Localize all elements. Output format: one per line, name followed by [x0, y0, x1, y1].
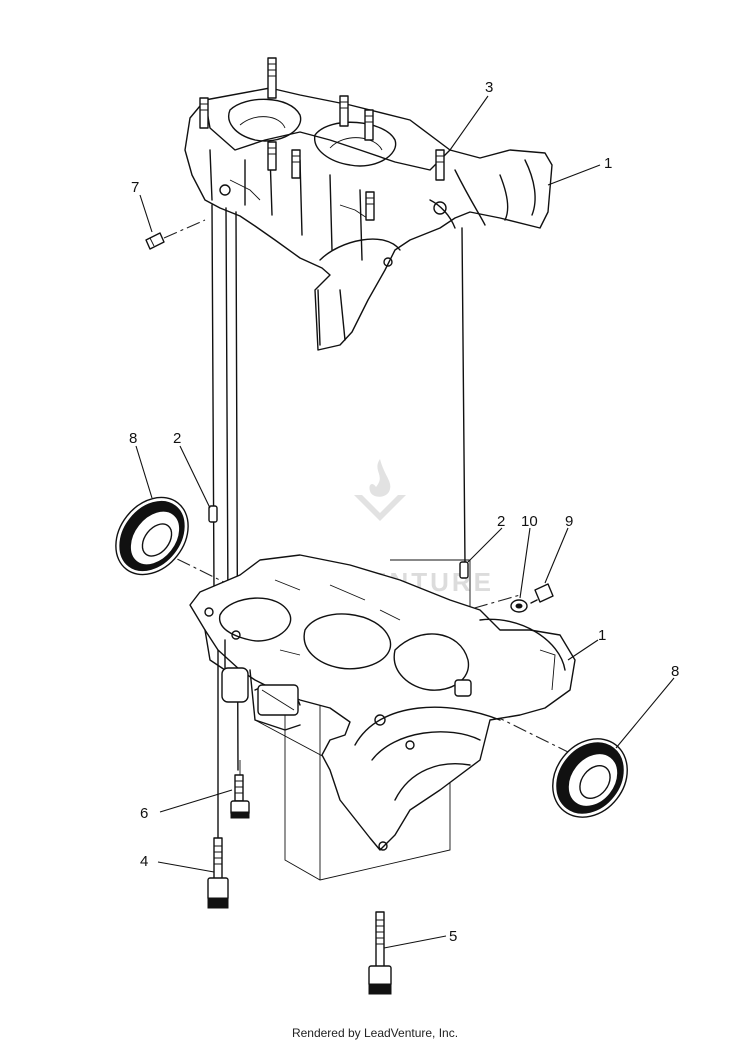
dowel-pin-left	[208, 505, 218, 523]
callout-8-left: 8	[129, 430, 137, 447]
screw-part-9	[530, 583, 554, 604]
callout-2-left: 2	[173, 430, 181, 447]
callout-8-right: 8	[671, 663, 679, 680]
cylinder-studs	[199, 57, 445, 221]
stud	[267, 141, 277, 171]
lower-crankcase	[189, 554, 576, 881]
stud	[365, 191, 375, 221]
callout-7: 7	[131, 179, 139, 196]
stud	[199, 97, 209, 129]
callout-9: 9	[565, 513, 573, 530]
bolt-part-4	[207, 837, 229, 909]
bolt-part-6	[230, 774, 250, 819]
oil-seal-right	[552, 738, 628, 818]
stud	[291, 149, 301, 179]
callout-5: 5	[449, 928, 457, 945]
callout-1-lower: 1	[598, 627, 606, 644]
callout-labels: 3 1 7 8 2 2 10 9 1 8 6 4 5	[129, 79, 679, 945]
dowel-pin-right	[459, 561, 469, 579]
plug-part-7	[145, 219, 206, 250]
washer-part-10	[510, 599, 528, 613]
callout-6: 6	[140, 805, 148, 822]
callout-3: 3	[485, 79, 493, 96]
callout-10: 10	[521, 513, 538, 530]
oil-seal-left	[115, 496, 189, 576]
footer-credit: Rendered by LeadVenture, Inc.	[291, 1026, 459, 1040]
callout-4: 4	[140, 853, 148, 870]
stud	[267, 57, 277, 99]
stud	[364, 109, 374, 141]
stud	[435, 149, 445, 181]
callout-1-upper: 1	[604, 155, 612, 172]
callout-2-right: 2	[497, 513, 505, 530]
flame-v-logo-icon	[354, 459, 406, 521]
callout-leaders	[135, 95, 675, 949]
bolt-part-5	[368, 911, 392, 995]
stud	[339, 95, 349, 127]
